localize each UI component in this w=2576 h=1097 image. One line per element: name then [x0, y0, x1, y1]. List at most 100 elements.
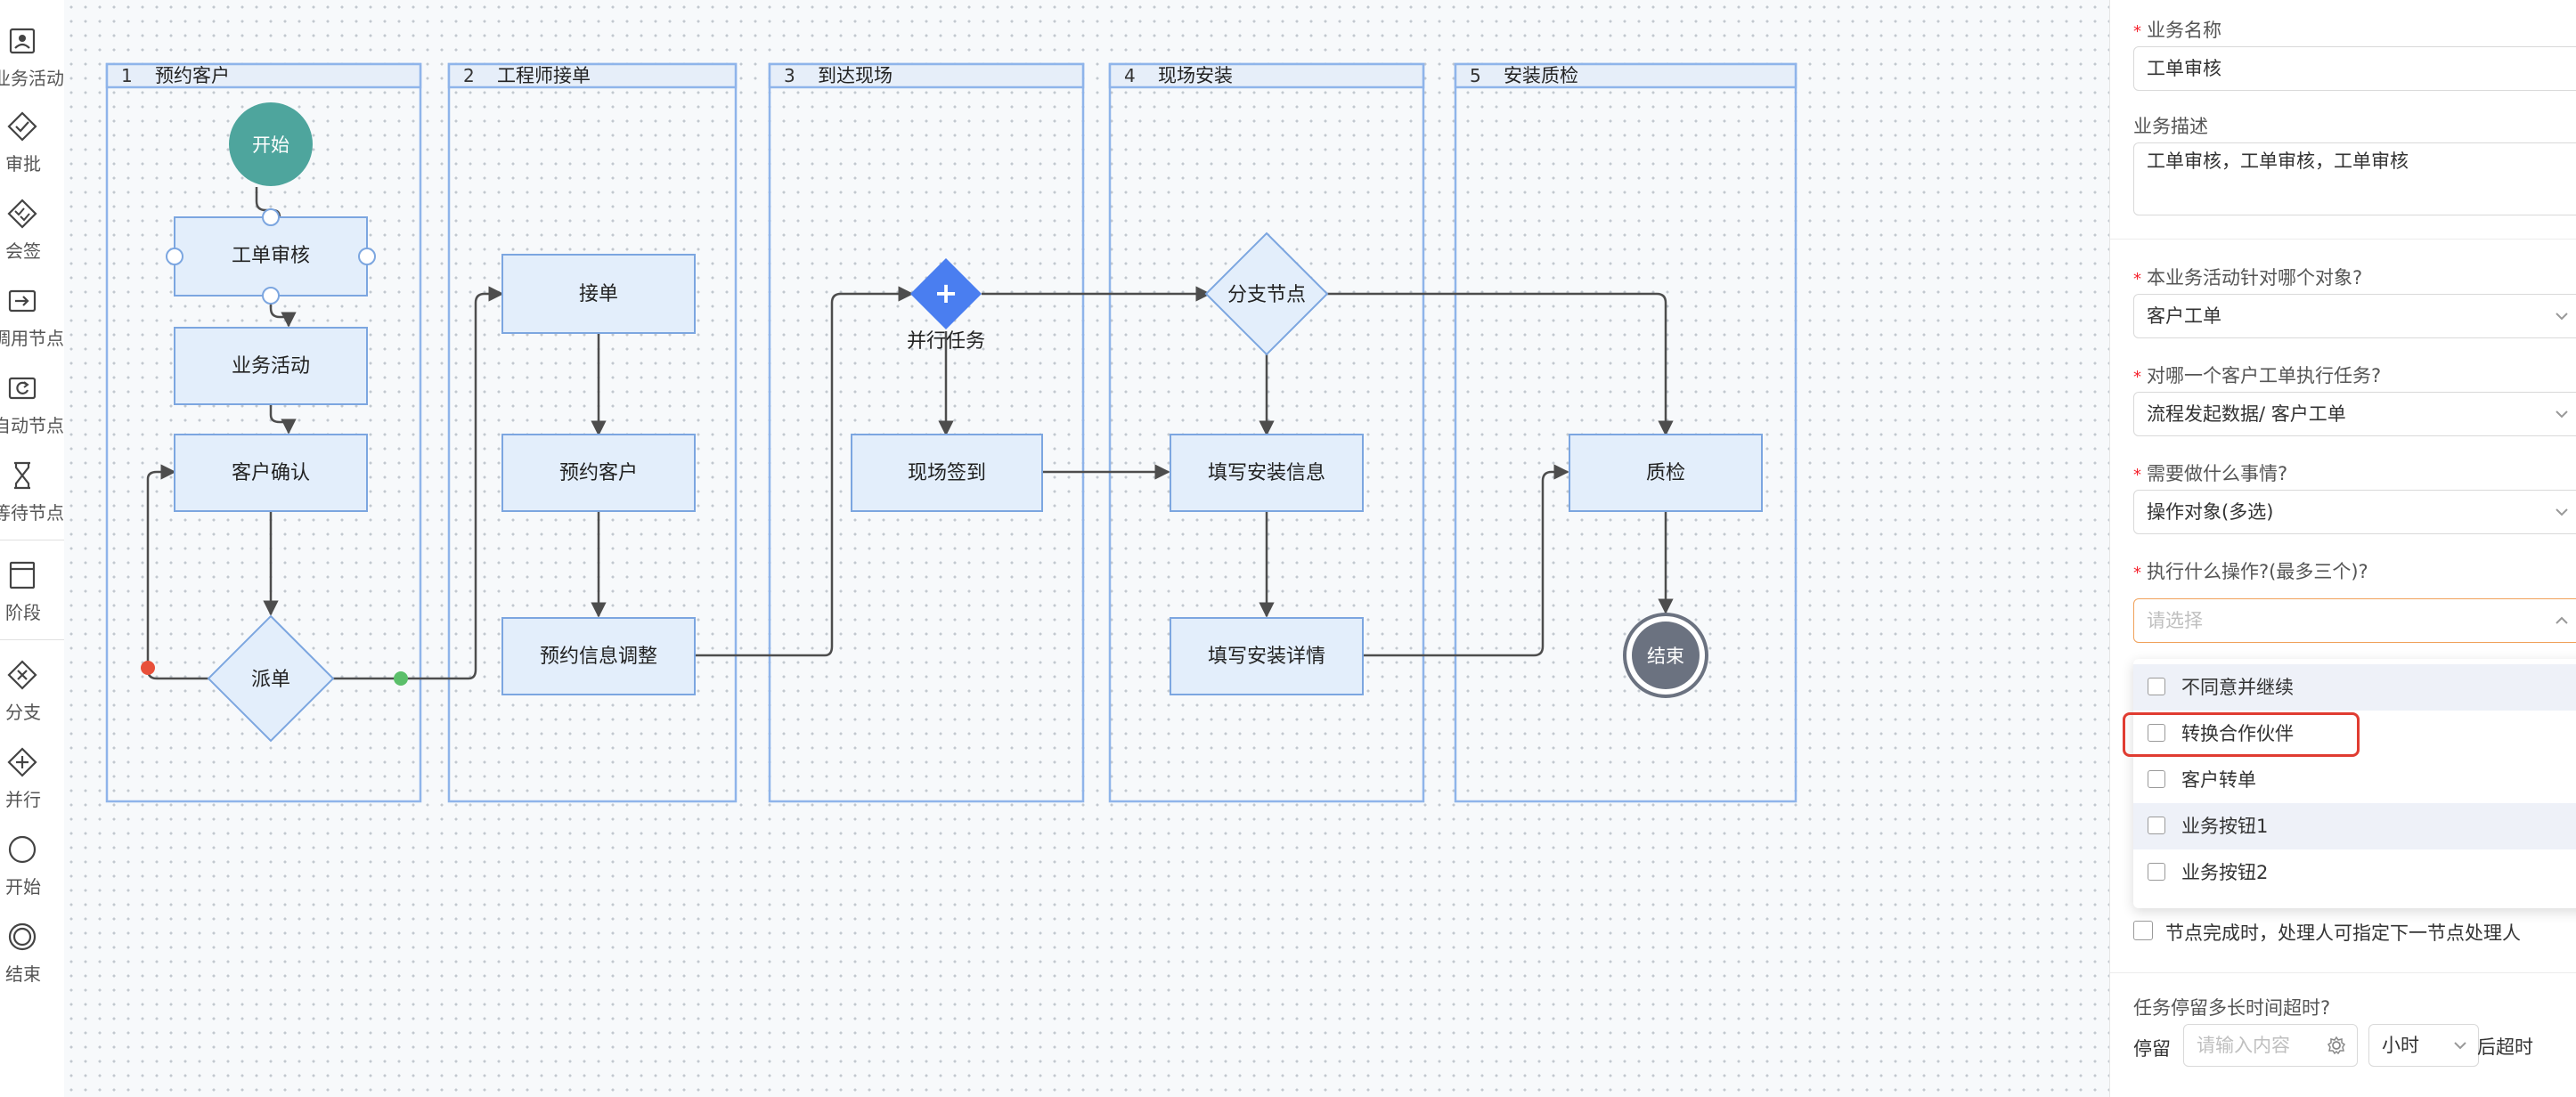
adjust-booking-node[interactable]: 预约信息调整 [501, 617, 696, 695]
edge-dispatch-accept[interactable] [331, 286, 504, 680]
business-activity-node[interactable]: 业务活动 [174, 327, 368, 405]
tool-label-countersign: 会签 [5, 240, 41, 262]
gear-icon[interactable] [2327, 1036, 2346, 1055]
tool-auto-node[interactable]: 自动节点 [0, 372, 64, 452]
plus-icon: + [934, 276, 958, 310]
dispatch-decision-node[interactable]: 派单 [141, 614, 408, 743]
node-label: 分支节点 [1227, 284, 1306, 306]
checkbox[interactable] [2148, 770, 2165, 788]
tool-start[interactable]: 开始 [0, 833, 64, 914]
time-unit-select[interactable]: 小时 [2368, 1024, 2479, 1067]
lane-2[interactable]: 2 工程师接单 [447, 62, 738, 803]
which-order-select[interactable]: 流程发起数据/ 客户工单 [2133, 392, 2576, 436]
business-desc-label: 业务描述 [2133, 116, 2208, 137]
node-label: 并行任务 [907, 330, 985, 353]
lane-3[interactable]: 3 到达现场 [768, 62, 1085, 803]
lane-title: 预约客户 [155, 65, 230, 86]
lane-number: 5 [1470, 65, 1481, 86]
operation-option[interactable]: 转换合作伙伴 [2133, 711, 2576, 757]
lane-title: 到达现场 [818, 65, 893, 86]
flow-canvas[interactable]: 1 预约客户 2 工程师接单 3 到达现场 4 现场安装 5 安装质检 [64, 0, 2109, 1097]
connection-handle[interactable] [358, 248, 376, 265]
tool-label-branch: 分支 [5, 702, 41, 723]
connection-handle[interactable] [166, 248, 183, 265]
assign-next-checkbox[interactable] [2133, 921, 2153, 940]
call-node-icon [8, 289, 37, 313]
tool-wait-node[interactable]: 等待节点 [0, 459, 64, 540]
checkbox[interactable] [2148, 863, 2165, 881]
node-toolbar: 业务活动 审批 会签 调用节点 自动节点 等待节点 [0, 0, 65, 1097]
branch-decision-node[interactable]: 分支节点 [1204, 232, 1329, 356]
connection-handle-green[interactable] [394, 671, 408, 686]
edge-activity-confirm[interactable] [269, 404, 297, 435]
connection-handle[interactable] [262, 208, 280, 226]
tool-stage[interactable]: 阶段 [0, 559, 64, 639]
tool-branch[interactable]: 分支 [0, 659, 64, 739]
lane-title: 工程师接单 [497, 65, 591, 86]
tool-end[interactable]: 结束 [0, 921, 64, 1001]
parallel-gateway-node[interactable]: + 并行任务 [907, 258, 985, 353]
operation-option[interactable]: 业务按钮2 [2133, 849, 2576, 896]
todo-select[interactable]: 操作对象(多选) [2133, 490, 2576, 534]
edge-review-activity[interactable] [269, 296, 297, 328]
operation-option[interactable]: 业务按钮1 [2133, 803, 2576, 849]
tool-approval[interactable]: 审批 [0, 110, 64, 191]
branch-icon [7, 660, 37, 690]
highlight-box [2123, 712, 2360, 757]
properties-panel: *业务名称 工单审核 业务描述 工单审核，工单审核，工单审核 *本业务活动针对哪… [2109, 0, 2576, 1097]
connection-handle-red[interactable] [141, 661, 155, 675]
operation-option[interactable]: 客户转单 [2133, 757, 2576, 803]
end-node[interactable]: 结束 [1623, 613, 1708, 698]
fill-install-details-node[interactable]: 填写安装详情 [1170, 617, 1364, 695]
lane-5[interactable]: 5 安装质检 [1454, 62, 1797, 803]
node-label: 填写安装信息 [1208, 462, 1325, 484]
tool-label-parallel: 并行 [5, 789, 41, 810]
edge-adjust-parallel[interactable] [695, 286, 914, 657]
lane-number: 3 [784, 65, 795, 86]
fill-install-info-node[interactable]: 填写安装信息 [1170, 434, 1364, 512]
business-name-input[interactable]: 工单审核 [2133, 46, 2576, 91]
business-desc-textarea[interactable]: 工单审核，工单审核，工单审核 [2133, 142, 2576, 215]
tool-label-start: 开始 [5, 876, 41, 898]
work-order-review-node[interactable]: 工单审核 [166, 208, 376, 305]
countersign-icon [7, 199, 37, 229]
tool-countersign[interactable]: 会签 [0, 198, 64, 278]
checkbox[interactable] [2148, 724, 2165, 742]
operation-select[interactable]: 请选择 [2133, 598, 2576, 643]
onsite-checkin-node[interactable]: 现场签到 [851, 434, 1043, 512]
assign-next-label: 节点完成时，处理人可指定下一节点处理人 [2165, 922, 2521, 944]
edge-dispatch-confirm-loop[interactable] [146, 464, 210, 680]
customer-confirm-node[interactable]: 客户确认 [174, 434, 368, 512]
connection-handle[interactable] [262, 287, 280, 305]
tool-parallel[interactable]: 并行 [0, 746, 64, 826]
target-object-select[interactable]: 客户工单 [2133, 294, 2576, 338]
target-object-label: *本业务活动针对哪个对象? [2133, 267, 2363, 288]
start-node[interactable]: 开始 [229, 102, 313, 186]
stay-duration-input[interactable]: 请输入内容 [2183, 1024, 2358, 1067]
node-label: 客户确认 [232, 462, 310, 484]
which-order-label: *对哪一个客户工单执行任务? [2133, 365, 2382, 386]
lane-1[interactable]: 1 预约客户 [105, 62, 422, 803]
business-name-label: *业务名称 [2133, 20, 2221, 41]
node-label: 现场签到 [908, 462, 986, 484]
accept-order-node[interactable]: 接单 [501, 254, 696, 334]
book-customer-node[interactable]: 预约客户 [501, 434, 696, 512]
tool-label-call-node: 调用节点 [0, 328, 64, 349]
tool-call-node[interactable]: 调用节点 [0, 285, 64, 365]
approval-icon [7, 111, 37, 142]
lane-4[interactable]: 4 现场安装 [1108, 62, 1425, 803]
stage-icon [9, 561, 36, 589]
start-node-label: 开始 [252, 134, 289, 156]
checkbox[interactable] [2148, 678, 2165, 695]
node-label: 预约客户 [559, 462, 638, 484]
quality-check-node[interactable]: 质检 [1569, 434, 1763, 512]
checkbox[interactable] [2148, 817, 2165, 834]
operation-option[interactable]: 不同意并继续 [2133, 664, 2576, 711]
tool-label-activity: 业务活动 [0, 68, 64, 89]
tool-activity[interactable]: 业务活动 [0, 25, 64, 105]
edge-branch-qc[interactable] [1327, 292, 1674, 436]
node-label: 业务活动 [232, 355, 310, 378]
node-label: 派单 [251, 669, 290, 691]
edge-filldetail-qc[interactable] [1363, 464, 1569, 657]
node-label: 填写安装详情 [1208, 646, 1325, 668]
